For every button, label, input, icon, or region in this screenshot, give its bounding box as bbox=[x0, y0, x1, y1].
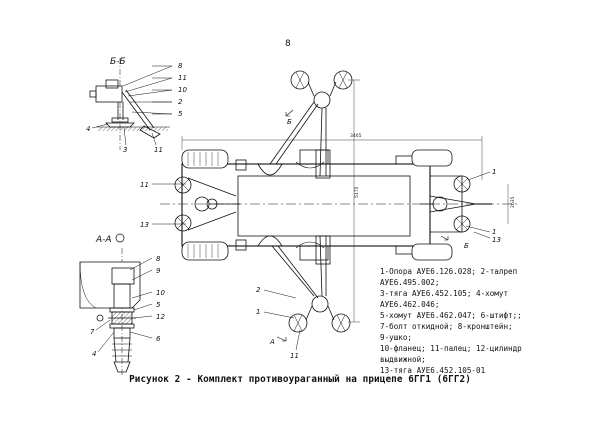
cut-mark-a: А bbox=[269, 338, 275, 346]
section-bb-title: Б-Б bbox=[110, 57, 126, 67]
legend-line: 9-ушко; bbox=[380, 333, 413, 342]
main-callout-leaders bbox=[152, 171, 491, 351]
callout-bb-8: 8 bbox=[178, 62, 183, 70]
callout-main-1-rear-b: 1 bbox=[492, 228, 496, 236]
cut-mark-b-right: Б bbox=[464, 242, 469, 250]
legend-line: 13-тяга АУЕ6.452.105-01 bbox=[380, 366, 486, 375]
legend-line: АУЕ6.495.002; bbox=[380, 278, 440, 287]
parts-legend: 1-Опора АУЕ6.126.028; 2-талреп АУЕ6.495.… bbox=[380, 266, 598, 376]
section-bb-view: Б-Б bbox=[89, 57, 170, 150]
section-bb-callouts bbox=[91, 65, 173, 146]
legend-line: 10-фланец; 11-палец; 12-цилиндр bbox=[380, 344, 522, 353]
callout-main-13-front: 13 bbox=[140, 221, 149, 229]
callout-aa-9: 9 bbox=[156, 267, 161, 275]
dim-rear-height: 2635 bbox=[510, 196, 516, 208]
cut-mark-b-top: Б bbox=[287, 118, 292, 126]
callout-bb-2: 2 bbox=[178, 98, 183, 106]
legend-line: 1-Опора АУЕ6.126.028; 2-талреп bbox=[380, 267, 518, 276]
callout-bb-10: 10 bbox=[178, 86, 187, 94]
callout-bb-4: 4 bbox=[86, 125, 90, 133]
callout-main-1-rear: 1 bbox=[492, 168, 496, 176]
callout-aa-5: 5 bbox=[156, 301, 161, 309]
figure-caption: Рисунок 2 - Комплект противоураганный на… bbox=[129, 374, 471, 385]
anchor-supports bbox=[174, 70, 471, 333]
page-number: 8 bbox=[285, 39, 291, 49]
callout-bb-5: 5 bbox=[178, 110, 183, 118]
section-cut-marks bbox=[276, 109, 449, 342]
legend-line: АУЕ6.462.046; bbox=[380, 300, 440, 309]
section-aa-view bbox=[79, 248, 141, 375]
callout-aa-8: 8 bbox=[156, 255, 161, 263]
dim-top-width: 3465 bbox=[350, 133, 362, 139]
rotation-symbol-icon bbox=[115, 233, 125, 243]
callout-bb-11b: 11 bbox=[154, 146, 163, 154]
guy-rods bbox=[209, 101, 434, 299]
legend-line: выдвижной; bbox=[380, 355, 426, 364]
callout-main-13-rear: 13 bbox=[492, 236, 501, 244]
legend-line: 7-болт откидной; 8-кронштейн; bbox=[380, 322, 513, 331]
dimension-lines bbox=[181, 79, 509, 323]
section-aa-callouts bbox=[95, 257, 153, 353]
dim-overall-length: 5170 bbox=[354, 186, 360, 198]
callout-main-1-bottom: 1 bbox=[256, 308, 260, 316]
callout-aa-12: 12 bbox=[156, 313, 165, 321]
callout-bb-11: 11 bbox=[178, 74, 187, 82]
wheels bbox=[181, 149, 453, 261]
legend-line: 5-хомут АУЕ6.462.047; 6-штифт;; bbox=[380, 311, 522, 320]
callout-aa-6: 6 bbox=[156, 335, 161, 343]
callout-main-11-bottom: 11 bbox=[290, 352, 299, 360]
callout-aa-7: 7 bbox=[90, 328, 95, 336]
callout-bb-3: 3 bbox=[123, 146, 127, 154]
callout-main-11-front: 11 bbox=[140, 181, 149, 189]
section-aa-title: А-А bbox=[95, 235, 112, 245]
callout-aa-4: 4 bbox=[92, 350, 96, 358]
legend-line: 3-тяга АУЕ6.452.105; 4-хомут bbox=[380, 289, 509, 298]
callout-aa-10: 10 bbox=[156, 289, 165, 297]
callout-main-2: 2 bbox=[256, 286, 261, 294]
